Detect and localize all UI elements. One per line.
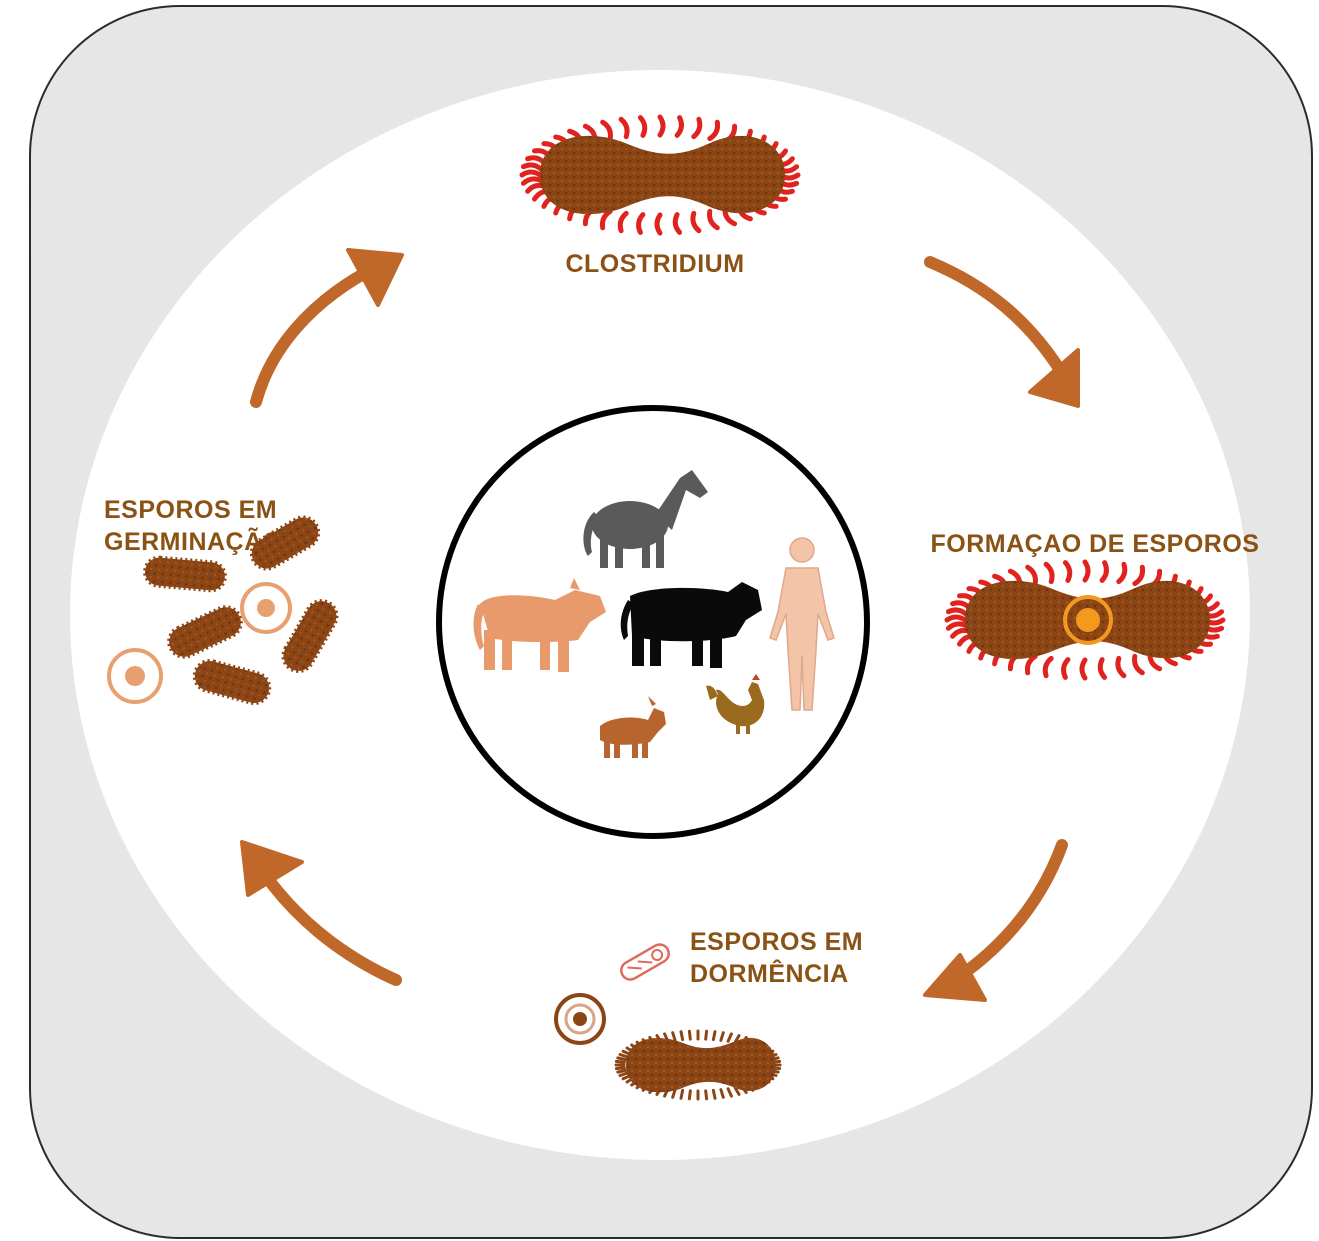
- germinating-spore-icon-2: [109, 650, 161, 702]
- germinating-spore-icon-1: [242, 584, 290, 632]
- germination-label-line1: ESPOROS EM: [104, 496, 277, 524]
- clostridium-label: CLOSTRIDIUM: [565, 250, 744, 278]
- dormancy-label-line2: DORMÊNCIA: [690, 958, 849, 988]
- dormancy-label-line1: ESPOROS EM: [690, 928, 863, 956]
- spore-formation-label: FORMAÇAO DE ESPOROS: [931, 530, 1260, 558]
- dormant-spore-icon: [556, 995, 604, 1043]
